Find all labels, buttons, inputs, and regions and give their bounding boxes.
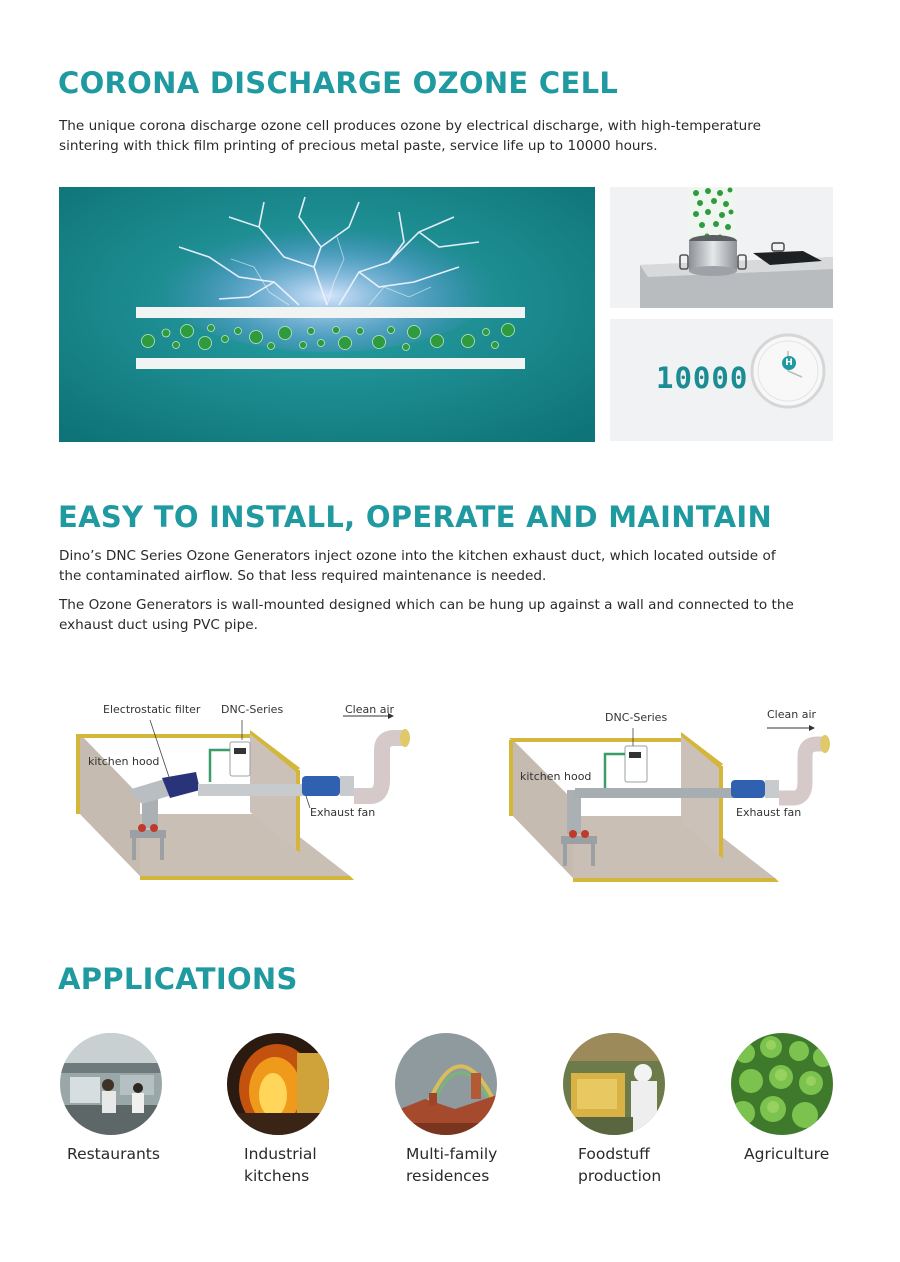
service-life-graphic: 10000 H: [610, 319, 833, 441]
app-label-line2: residences: [406, 1167, 490, 1185]
foodstuff-production-photo: [563, 1033, 665, 1135]
app-label-foodstuff: Foodstuff production: [578, 1143, 661, 1187]
label-dnc-series-right: DNC-Series: [605, 711, 668, 724]
app-label-restaurants: Restaurants: [67, 1143, 160, 1165]
label-electrostatic-filter: Electrostatic filter: [103, 703, 201, 716]
label-clean-air-left: Clean air: [345, 703, 395, 716]
app-label-line1: Restaurants: [67, 1145, 160, 1163]
corona-description: The unique corona discharge ozone cell p…: [59, 118, 761, 154]
installation-diagram-with-filter: Electrostatic filter DNC-Series Clean ai…: [70, 680, 410, 885]
app-label-line2: production: [578, 1167, 662, 1185]
restaurants-photo: [60, 1033, 162, 1135]
label-exhaust-fan-right: Exhaust fan: [736, 806, 802, 819]
app-label-line1: Industrial: [244, 1145, 317, 1163]
label-clean-air-right: Clean air: [767, 708, 817, 721]
app-label-industrial-kitchens: Industrial kitchens: [244, 1143, 317, 1187]
app-label-line1: Multi-family: [406, 1145, 498, 1163]
hours-value: 10000: [656, 361, 749, 395]
install-paragraph-2: The Ozone Generators is wall-mounted des…: [59, 597, 794, 633]
ozone-cell-photo: [610, 187, 833, 308]
section-title-applications: APPLICATIONS: [58, 962, 298, 996]
app-label-agriculture: Agriculture: [744, 1143, 829, 1165]
app-label-line1: Foodstuff: [578, 1145, 650, 1163]
industrial-kitchens-photo: [227, 1033, 329, 1135]
app-label-line1: Agriculture: [744, 1145, 830, 1163]
label-kitchen-hood-left: kitchen hood: [88, 755, 160, 768]
hours-badge: H: [785, 358, 793, 368]
corona-discharge-illustration: [59, 187, 595, 442]
app-label-multi-family: Multi-family residences: [406, 1143, 497, 1187]
label-kitchen-hood-right: kitchen hood: [520, 770, 592, 783]
label-dnc-series-left: DNC-Series: [221, 703, 284, 716]
multi-family-residences-photo: [395, 1033, 497, 1135]
section-title-install: EASY TO INSTALL, OPERATE AND MAINTAIN: [58, 500, 773, 534]
install-paragraph-1: Dino’s DNC Series Ozone Generators injec…: [59, 548, 776, 584]
label-exhaust-fan-left: Exhaust fan: [310, 806, 376, 819]
app-label-line2: kitchens: [244, 1167, 310, 1185]
section-title-corona: CORONA DISCHARGE OZONE CELL: [58, 66, 619, 100]
ozone-molecules: [141, 323, 515, 351]
agriculture-photo: [731, 1033, 833, 1135]
installation-diagram-basic: DNC-Series Clean air kitchen hood Exhaus…: [505, 700, 840, 890]
